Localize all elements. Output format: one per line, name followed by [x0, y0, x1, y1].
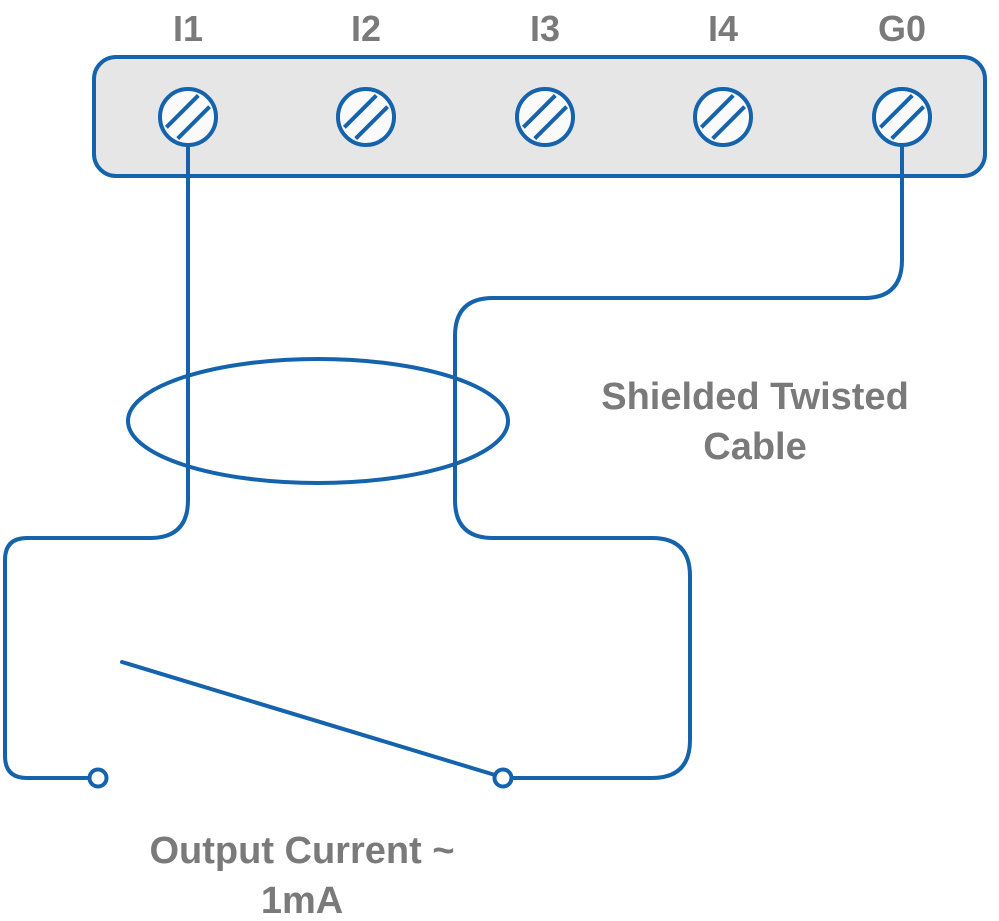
- terminal-i1: [158, 87, 218, 147]
- screw-slot-line: [164, 93, 200, 129]
- wire-i1-to-switch: [3, 143, 190, 780]
- screw-slot-line: [354, 105, 390, 141]
- screw-terminal-icon: [872, 87, 932, 147]
- terminal-label-g0: G0: [877, 8, 927, 49]
- terminal-label-i3: I3: [529, 8, 561, 49]
- terminal-label-i4: I4: [707, 8, 739, 49]
- output-current-line2: 1mA: [260, 880, 344, 921]
- screw-terminal-icon: [515, 87, 575, 147]
- screw-terminal-icon: [336, 87, 396, 147]
- terminal-i2: [336, 87, 396, 147]
- screw-terminal-icon: [158, 87, 218, 147]
- screw-slot-line: [342, 93, 378, 129]
- screw-slot-line: [878, 93, 914, 129]
- screw-slot-line: [533, 105, 569, 141]
- terminal-label-i1: I1: [172, 8, 204, 49]
- output-current-caption: Output Current ~ 1mA: [102, 826, 502, 921]
- wire-g0-to-switch: [453, 143, 904, 780]
- cable-caption-line1: Shielded Twisted: [601, 376, 909, 418]
- cable-caption: Shielded Twisted Cable: [555, 372, 955, 472]
- cable-shield-loop-icon: [126, 357, 510, 485]
- switch-blade: [120, 660, 497, 777]
- terminal-i4: [693, 87, 753, 147]
- screw-slot-line: [699, 93, 735, 129]
- screw-slot-line: [176, 105, 212, 141]
- screw-slot-line: [521, 93, 557, 129]
- screw-slot-line: [890, 105, 926, 141]
- switch-contact-icon: [87, 767, 109, 789]
- terminal-label-i2: I2: [350, 8, 382, 49]
- cable-caption-line2: Cable: [703, 426, 807, 468]
- screw-terminal-icon: [693, 87, 753, 147]
- terminal-i3: [515, 87, 575, 147]
- screw-slot-line: [711, 105, 747, 141]
- output-current-line1: Output Current ~: [149, 830, 455, 872]
- switch-contact-icon: [492, 767, 514, 789]
- terminal-g0: [872, 87, 932, 147]
